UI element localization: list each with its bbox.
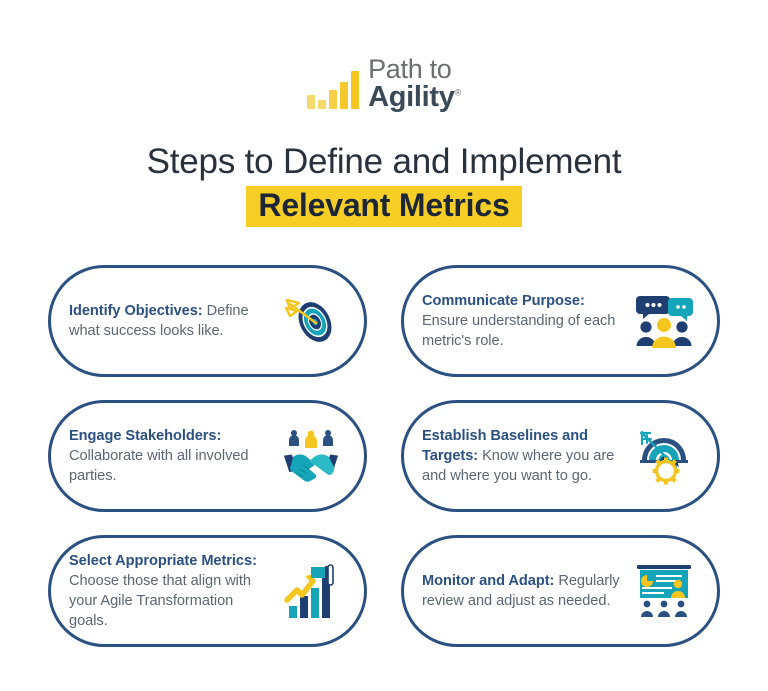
step-card-text: Select Appropriate Metrics: Choose those… [69, 551, 274, 632]
presentation-audience-icon [633, 560, 695, 622]
step-card-title: Engage Stakeholders: [69, 427, 222, 444]
logo-line-2: Agility® [368, 81, 462, 113]
logo-wordmark: Path to Agility® [368, 56, 461, 112]
step-card-title: Identify Objectives: [69, 302, 203, 319]
handshake-people-icon [280, 425, 342, 487]
growth-chart-flag-icon [280, 560, 342, 622]
step-card-title: Communicate Purpose: [422, 292, 585, 309]
step-card-title: Monitor and Adapt: [422, 572, 555, 589]
step-card-text: Establish Baselines and Targets: Know wh… [422, 426, 627, 486]
step-card-body: Collaborate with all involved parties. [69, 447, 249, 485]
step-card-engage-stakeholders[interactable]: Engage Stakeholders: Collaborate with al… [48, 400, 367, 512]
step-card-monitor-and-adapt[interactable]: Monitor and Adapt: Regularly review and … [401, 535, 720, 647]
step-card-select-appropriate-metrics[interactable]: Select Appropriate Metrics: Choose those… [48, 535, 367, 647]
step-card-body: Ensure understanding of each metric's ro… [422, 312, 616, 350]
step-card-body: Choose those that align with your Agile … [69, 572, 251, 630]
headline-highlighted-text: Relevant Metrics [246, 186, 522, 228]
headline-line-2-wrapper: Relevant Metrics [0, 186, 768, 228]
gauge-arrow-gear-icon [633, 425, 695, 487]
speech-bubbles-people-icon [633, 290, 695, 352]
step-card-text: Engage Stakeholders: Collaborate with al… [69, 426, 274, 486]
logo-line-1: Path to [368, 54, 452, 84]
headline-line-1: Steps to Define and Implement [146, 142, 622, 181]
step-card-text: Communicate Purpose: Ensure understandin… [422, 291, 627, 351]
step-card-identify-objectives[interactable]: Identify Objectives: Define what success… [48, 265, 367, 377]
logo-bar-chart-icon [307, 70, 360, 112]
step-card-communicate-purpose[interactable]: Communicate Purpose: Ensure understandin… [401, 265, 720, 377]
logo-lockup: Path to Agility® [307, 56, 461, 112]
step-card-text: Identify Objectives: Define what success… [69, 301, 274, 341]
steps-grid: Identify Objectives: Define what success… [48, 265, 720, 647]
step-card-title: Select Appropriate Metrics: [69, 552, 257, 569]
step-card-body: Define what success looks like. [69, 302, 249, 339]
step-card-establish-baselines-and-targets[interactable]: Establish Baselines and Targets: Know wh… [401, 400, 720, 512]
target-dartboard-icon [280, 290, 342, 352]
step-card-title: Establish Baselines and Targets: [422, 427, 588, 464]
step-card-body: Know where you are and where you want to… [422, 447, 615, 485]
logo-trademark: ® [454, 87, 462, 98]
step-card-text: Monitor and Adapt: Regularly review and … [422, 571, 627, 611]
brand-logo: Path to Agility® [0, 56, 768, 112]
page-title: Steps to Define and Implement Relevant M… [0, 141, 768, 228]
step-card-body: Regularly review and adjust as needed. [422, 572, 620, 609]
